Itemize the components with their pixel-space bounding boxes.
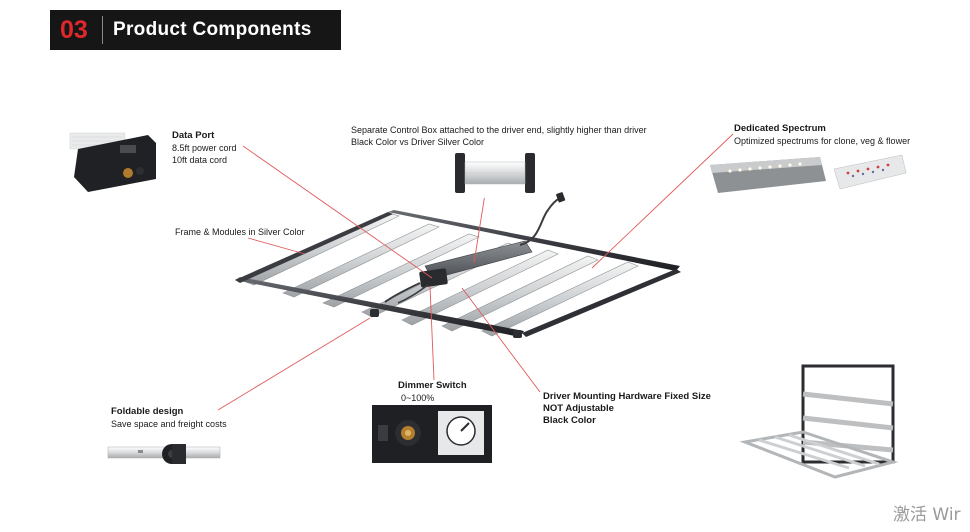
back-rail [388,210,680,271]
spectrum-image-2 [833,154,907,190]
mounting-line3: Black Color [543,415,596,426]
section-number: 03 [60,15,88,44]
spectrum-image-1 [710,157,826,193]
section-title: Product Components [113,19,312,40]
section-header: 03 Product Components [50,10,341,50]
activation-watermark: 激活 Wir [893,505,961,525]
leader-lines [217,133,734,411]
foldable-hinge-image [107,444,221,464]
light-fixture [235,192,681,338]
data-port-line2: 10ft data cord [172,155,228,165]
data-port-line1: 8.5ft power cord [172,143,237,153]
foldable-line1: Save space and freight costs [111,419,227,429]
spectrum-title: Dedicated Spectrum [734,123,826,134]
front-rail [235,277,524,337]
callout-mounting: Driver Mounting Hardware Fixed Size NOT … [543,391,711,427]
callout-data-port: Data Port 8.5ft power cord 10ft data cor… [172,130,237,166]
mounting-line1: Driver Mounting Hardware Fixed Size [543,391,711,402]
callout-foldable: Foldable design Save space and freight c… [111,406,227,430]
mounting-line2: NOT Adjustable [543,403,614,414]
control-box [419,268,448,288]
callout-dimmer: Dimmer Switch 0~100% [398,380,467,404]
frame-line1: Frame & Modules in Silver Color [175,227,305,237]
dimmer-switch-image [372,405,492,463]
foldable-title: Foldable design [111,406,184,417]
data-port-image [68,127,160,192]
data-port-title: Data Port [172,130,215,141]
header-divider [102,16,103,44]
folded-frame-image [739,364,899,479]
dimmer-line1: 0~100% [401,393,435,403]
control-box-line1: Separate Control Box attached to the dri… [351,125,647,135]
spectrum-line1: Optimized spectrums for clone, veg & flo… [734,136,911,146]
dimmer-title: Dimmer Switch [398,380,467,391]
callout-control-box: Separate Control Box attached to the dri… [351,124,647,148]
control-box-line2: Black Color vs Driver Silver Color [351,137,485,147]
led-bars [242,212,639,337]
callout-frame: Frame & Modules in Silver Color [175,226,305,238]
control-box-image [450,150,542,198]
callout-spectrum: Dedicated Spectrum Optimized spectrums f… [734,123,910,147]
